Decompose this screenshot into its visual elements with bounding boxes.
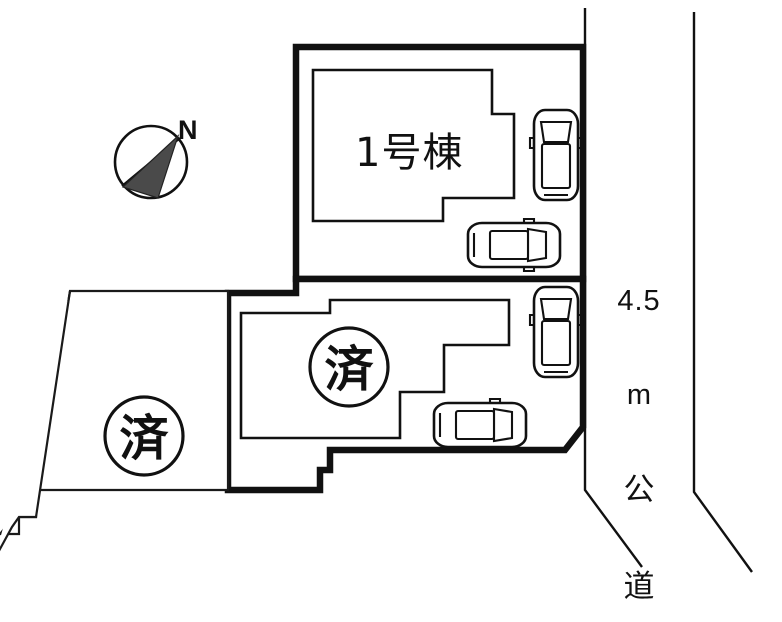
road-edge-right: [692, 12, 753, 573]
car-cabin: [488, 229, 530, 261]
stamp-circle: [103, 395, 185, 477]
car-lot1-horizontal: [466, 217, 562, 273]
lot-1-building-label: 1号棟: [355, 130, 463, 176]
car-mirror-left: [528, 313, 534, 327]
car-windshield: [492, 407, 514, 443]
road-width-label: 4.5 m 公 道: [608, 222, 670, 622]
car-cabin: [540, 319, 572, 367]
car-cabin: [454, 409, 496, 441]
compass-needle-icon: [121, 133, 180, 199]
car-mirror-bottom: [488, 447, 502, 453]
road-kanji-do: 道: [623, 568, 655, 605]
compass-north-label: N: [178, 115, 198, 145]
lot-3-sold-stamp: 済: [103, 395, 185, 477]
car-windshield: [526, 227, 548, 263]
house-2-footprint: [239, 298, 511, 440]
car-mirror-bottom: [522, 267, 536, 273]
car-mirror-right: [578, 313, 584, 327]
road-kanji-ko: 公: [623, 472, 655, 509]
lot-3-outline-left-edge: [0, 290, 72, 552]
car-lot2-horizontal: [432, 397, 528, 453]
stamp-label: 済: [119, 410, 169, 467]
car-lot2-vertical: [528, 285, 584, 379]
car-mirror-top: [488, 397, 502, 403]
road-width-unit: m: [626, 378, 652, 411]
house-1-footprint: [311, 68, 516, 223]
stamp-label: 済: [324, 341, 374, 398]
car-windshield: [539, 120, 573, 144]
lot-1-house[interactable]: [311, 68, 516, 223]
stamp-circle: [308, 326, 390, 408]
car-mirror-top: [522, 217, 536, 223]
car-lot1-vertical: [528, 108, 584, 202]
lot-2-house[interactable]: [239, 298, 511, 440]
car-mirror-right: [578, 136, 584, 150]
car-windshield: [539, 297, 573, 321]
lot-2-sold-stamp: 済: [308, 326, 390, 408]
car-cabin: [540, 142, 572, 190]
car-mirror-left: [528, 136, 534, 150]
compass-rose: [113, 124, 189, 200]
lot-3-boundary[interactable]: [0, 289, 230, 560]
road-width-value: 4.5: [617, 284, 661, 317]
